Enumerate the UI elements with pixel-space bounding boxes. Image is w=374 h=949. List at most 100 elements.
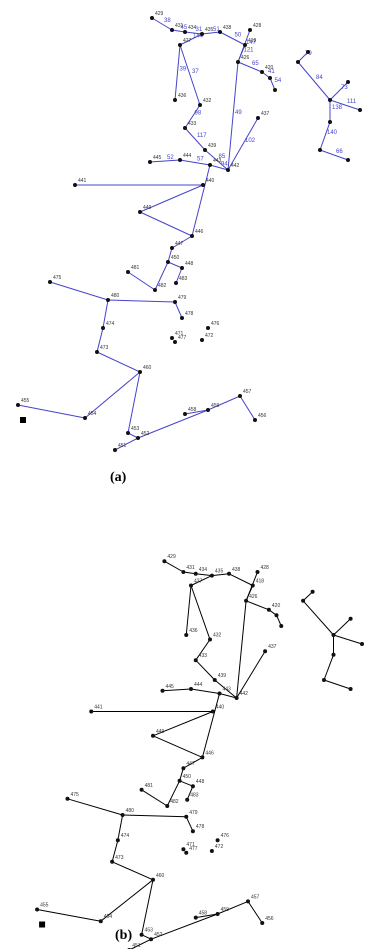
pipe-segment: [195, 913, 218, 919]
junction-node: [180, 266, 184, 270]
node-label: 457: [251, 894, 260, 900]
node-label: 479: [189, 810, 198, 816]
pipe-segment: [167, 247, 173, 263]
node-label: 472: [215, 844, 224, 850]
junction-node: [238, 394, 242, 398]
junction-node: [210, 709, 215, 714]
node-label: 455: [21, 398, 30, 404]
pipe-segment: [219, 31, 246, 46]
node-label: 474: [106, 321, 115, 327]
junction-node: [348, 687, 353, 691]
node-label: 427: [194, 579, 203, 585]
pipe-segment: [114, 437, 139, 451]
pipe-segment: [17, 404, 86, 419]
junction-node: [193, 571, 198, 576]
pipe-segment: [102, 299, 109, 329]
node-label: 441: [94, 705, 103, 711]
reservoir-icon: [39, 921, 46, 928]
junction-node: [139, 932, 144, 937]
pipe-segment: [179, 159, 211, 166]
pipe-segment: [166, 780, 181, 807]
junction-node: [348, 616, 353, 621]
node-label: 448: [196, 779, 205, 785]
pipe-segment: [122, 814, 187, 818]
pipe-segment: [227, 61, 239, 171]
node-label: 471: [175, 331, 184, 337]
pipe-segment: [152, 711, 214, 737]
junction-node: [318, 148, 322, 152]
junction-node: [178, 158, 182, 162]
pipe-label: 52: [167, 155, 174, 161]
pipe-segment: [184, 104, 201, 129]
pipe-segment: [195, 659, 216, 681]
junction-node: [189, 687, 193, 691]
junction-node: [360, 642, 364, 646]
node-label: 476: [221, 833, 230, 839]
junction-node: [151, 877, 155, 882]
node-label: 433: [199, 653, 208, 659]
junction-node: [83, 416, 87, 420]
pipe-segment: [130, 938, 152, 949]
pipe-label: 45: [181, 25, 188, 31]
node-label: 457: [243, 389, 252, 395]
node-label: 431: [186, 565, 195, 571]
junction-node: [181, 570, 186, 574]
junction-node: [189, 583, 193, 588]
junction-node: [200, 755, 205, 760]
pipe-segment: [219, 693, 237, 699]
junction-node: [212, 678, 217, 682]
node-label: 444: [183, 153, 192, 159]
pipe-segment: [319, 121, 331, 151]
junction-node: [153, 288, 157, 292]
node-label: 481: [145, 783, 154, 789]
pipe-segment: [96, 351, 141, 373]
junction-node: [306, 50, 310, 54]
junction-node: [184, 850, 189, 855]
node-label: 432: [213, 633, 222, 639]
junction-node: [126, 431, 130, 435]
junction-node: [206, 326, 210, 330]
junction-node: [200, 338, 204, 342]
junction-node: [173, 300, 177, 304]
junction-node: [48, 280, 52, 284]
pipe-segment: [84, 371, 141, 419]
pipe-segment: [127, 271, 156, 291]
junction-node: [217, 691, 222, 696]
junction-node: [89, 709, 94, 714]
node-label: 443: [213, 158, 222, 164]
pipe-segment: [184, 31, 203, 35]
junction-node: [101, 326, 105, 330]
node-label: 435: [215, 569, 224, 575]
pipe-segment: [150, 913, 218, 940]
junction-node: [98, 919, 103, 924]
node-label: 439: [218, 673, 227, 679]
junction-node: [148, 160, 152, 164]
node-label: 450: [183, 774, 192, 780]
pipe-segment: [323, 679, 351, 690]
node-label: 452: [154, 932, 163, 938]
junction-node: [255, 570, 260, 574]
junction-node: [244, 598, 249, 603]
node-label: 475: [71, 792, 80, 798]
pipe-segment: [127, 371, 141, 434]
junction-node: [106, 298, 110, 302]
pipe-segment: [162, 688, 192, 692]
pipe-segment: [236, 650, 266, 699]
junction-node: [139, 787, 144, 792]
reservoir-icon: [20, 417, 26, 423]
node-label: 481: [131, 265, 140, 271]
pipe-segment: [139, 211, 193, 237]
node-label: 478: [185, 311, 194, 317]
pipe-label: 140: [327, 130, 338, 136]
junction-node: [346, 80, 350, 84]
pipe-label: 147: [246, 40, 257, 46]
node-label: 418: [256, 579, 265, 585]
node-label: 455: [40, 903, 49, 909]
junction-node: [328, 98, 332, 102]
pipe-label: 84: [316, 75, 323, 81]
pipe-label: 39: [180, 67, 187, 73]
junction-node: [193, 915, 198, 920]
node-label: 436: [178, 93, 187, 99]
